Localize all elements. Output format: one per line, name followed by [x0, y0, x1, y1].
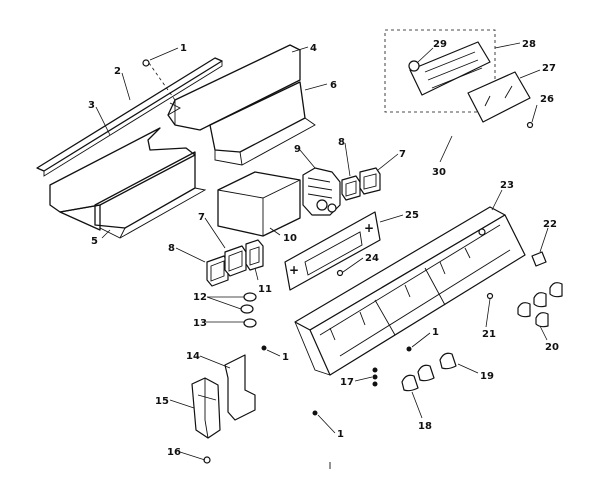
part-25-plate: + + [284, 211, 381, 291]
part-8-switch-upper [341, 175, 361, 201]
part-1-screws-lower [261, 345, 412, 416]
part-1-screw-top [142, 59, 176, 101]
callout-29: 29 [433, 39, 447, 50]
part-17-screws [372, 367, 378, 387]
callout-21: 21 [482, 329, 496, 340]
callout-2: 2 [114, 66, 121, 77]
callout-17: 17 [340, 377, 354, 388]
part-13-disc [243, 318, 257, 328]
callout-10: 10 [283, 233, 297, 244]
callout-1: 1 [432, 327, 439, 338]
part-10-box [217, 171, 301, 237]
part-23-control-panel [294, 206, 526, 376]
part-21-pin [486, 292, 494, 300]
part-3-channel [49, 127, 196, 231]
svg-text:+: + [364, 221, 374, 235]
callout-18: 18 [418, 421, 432, 432]
callout-numbers: 1 2 3 4 5 6 7 8 9 10 7 8 11 12 13 14 1 1… [88, 39, 559, 458]
part-8-switch-lower [206, 255, 229, 287]
part-19-knob [439, 352, 457, 370]
callout-26: 26 [540, 94, 554, 105]
callout-6: 6 [330, 80, 337, 91]
part-27-plate [467, 71, 531, 123]
callout-12: 12 [193, 292, 207, 303]
callout-1: 1 [337, 429, 344, 440]
callout-28: 28 [522, 39, 536, 50]
callout-7: 7 [399, 149, 406, 160]
leader-lines [95, 42, 549, 461]
svg-text:+: + [289, 263, 299, 277]
part-11-switch [245, 239, 264, 271]
callout-9: 9 [294, 144, 301, 155]
part-9-switch [302, 167, 341, 216]
part-5-bracket [94, 151, 207, 239]
callout-1: 1 [180, 43, 187, 54]
part-22-cap [531, 251, 547, 267]
callout-8: 8 [338, 137, 345, 148]
part-7-switch-lower [224, 245, 247, 277]
part-2-strip [36, 57, 223, 177]
callout-13: 13 [193, 318, 207, 329]
callout-14: 14 [186, 351, 200, 362]
callout-19: 19 [480, 371, 494, 382]
callout-3: 3 [88, 100, 95, 111]
callout-24: 24 [365, 253, 379, 264]
part-6-bracket [209, 81, 316, 166]
part-24-screw [336, 269, 344, 277]
part-20-knobs [517, 282, 563, 328]
callout-30: 30 [432, 167, 446, 178]
callout-25: 25 [405, 210, 419, 221]
callout-1: 1 [282, 352, 289, 363]
callout-7: 7 [198, 212, 205, 223]
callout-15: 15 [155, 396, 169, 407]
callout-11: 11 [258, 284, 272, 295]
callout-27: 27 [542, 63, 556, 74]
part-12-discs [240, 292, 257, 314]
callout-8: 8 [168, 243, 175, 254]
callout-23: 23 [500, 180, 514, 191]
parts-28-30-inset [384, 29, 496, 113]
callout-16: 16 [167, 447, 181, 458]
part-26-screw [526, 121, 534, 129]
callout-5: 5 [91, 236, 98, 247]
part-7-switch-upper [359, 167, 381, 195]
part-15-foot-bracket [191, 377, 221, 439]
part-18-knobs [401, 364, 435, 392]
callout-20: 20 [545, 342, 559, 353]
callout-22: 22 [543, 219, 557, 230]
callout-4: 4 [310, 43, 317, 54]
part-14-bracket [224, 354, 256, 421]
